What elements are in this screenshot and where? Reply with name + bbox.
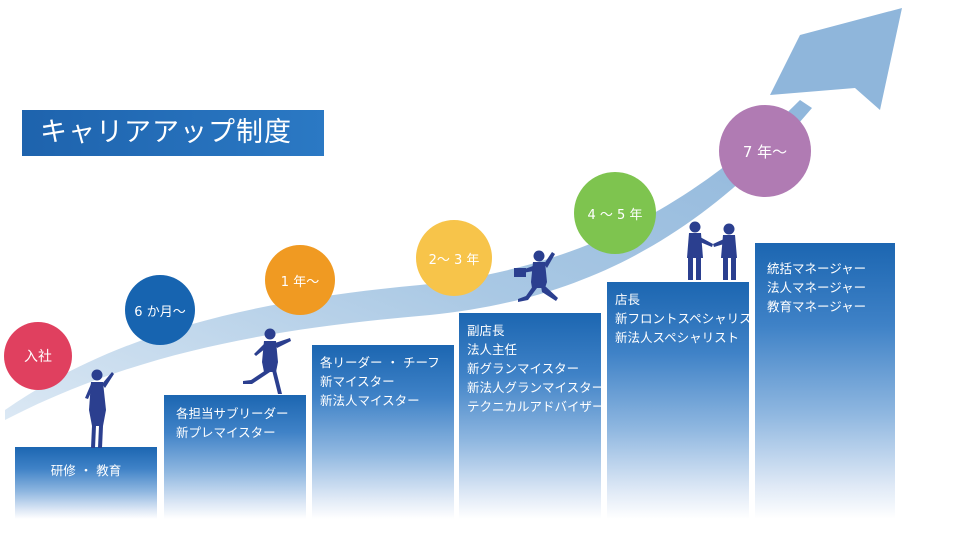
step-line: 各リーダー ・ チーフ <box>320 355 440 370</box>
career-step-4: 副店長 法人主任 新グランマイスター 新法人グランマイスター テクニカルアドバイ… <box>459 313 605 519</box>
step-line: 法人マネージャー <box>767 280 867 295</box>
milestone-circle-6-months: 6 か月〜 <box>125 275 195 345</box>
step-line: 研修 ・ 教育 <box>50 463 122 478</box>
milestone-circle-1-year: 1 年〜 <box>265 245 335 315</box>
arrow-head <box>770 8 902 110</box>
step-line: 新プレマイスター <box>176 425 276 440</box>
milestone-circle-entry: 入社 <box>4 322 72 390</box>
milestone-circle-4-5-years: 4 〜 5 年 <box>574 172 656 254</box>
person-jumping-icon <box>514 250 558 302</box>
step-line: 統括マネージャー <box>767 261 867 276</box>
step-line: 教育マネージャー <box>767 299 867 314</box>
career-step-3: 各リーダー ・ チーフ 新マイスター 新法人マイスター <box>312 345 454 519</box>
step-line: 新フロントスペシャリスト <box>615 311 765 326</box>
people-handshake-icon <box>687 221 737 280</box>
step-line: 店長 <box>615 292 641 307</box>
step-line: 法人主任 <box>467 342 518 357</box>
career-step-5: 店長 新フロントスペシャリスト 新法人スペシャリスト <box>607 282 765 519</box>
step-line: 新法人グランマイスター <box>467 380 605 395</box>
step-line: 各担当サブリーダー <box>176 406 289 421</box>
step-line: 新法人スペシャリスト <box>615 330 740 345</box>
step-line: テクニカルアドバイザー <box>467 399 605 414</box>
page-title: キャリアアップ制度 <box>22 110 324 156</box>
person-running-icon <box>243 328 291 394</box>
person-cheering-icon <box>85 369 114 448</box>
step-line: 新マイスター <box>320 374 395 389</box>
milestone-circle-7-years: 7 年〜 <box>719 105 811 197</box>
step-line: 副店長 <box>467 323 505 338</box>
career-step-2: 各担当サブリーダー 新プレマイスター <box>164 395 306 519</box>
career-step-1: 研修 ・ 教育 <box>15 447 157 519</box>
step-line: 新グランマイスター <box>467 361 580 376</box>
step-line: 新法人マイスター <box>320 393 420 408</box>
arrow-body <box>5 100 812 420</box>
career-step-6: 統括マネージャー 法人マネージャー 教育マネージャー <box>755 243 895 519</box>
milestone-circle-2-3-years: 2〜 3 年 <box>416 220 492 296</box>
